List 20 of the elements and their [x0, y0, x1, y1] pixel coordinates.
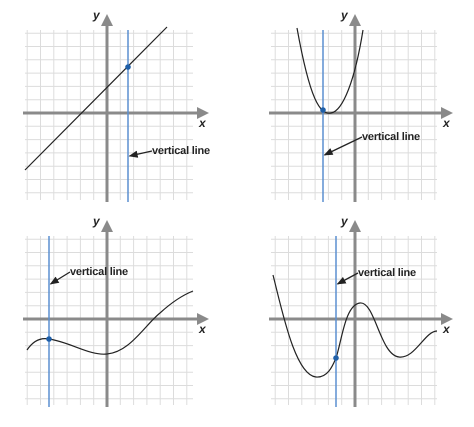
axis-label: x — [443, 116, 450, 130]
leader-arrow — [336, 272, 358, 285]
vertical-line — [322, 30, 324, 202]
vertical-line — [48, 236, 50, 407]
axis-label: x — [443, 322, 450, 336]
axis-label: y — [341, 214, 348, 228]
leader-arrow — [324, 136, 362, 156]
vertical-line — [335, 236, 337, 407]
axis-label: y — [341, 8, 348, 22]
leader-arrow — [50, 271, 70, 285]
vertical-line — [127, 30, 129, 202]
axis-label: x — [199, 322, 206, 336]
line-label: vertical line — [358, 267, 416, 279]
line-label: vertical line — [152, 145, 210, 157]
axis-label: x — [199, 116, 206, 130]
axis-label: y — [93, 214, 100, 228]
leader-arrow — [128, 150, 152, 158]
axis-label: y — [93, 8, 100, 22]
line-label: vertical line — [362, 131, 420, 143]
line-label: vertical line — [70, 266, 128, 278]
